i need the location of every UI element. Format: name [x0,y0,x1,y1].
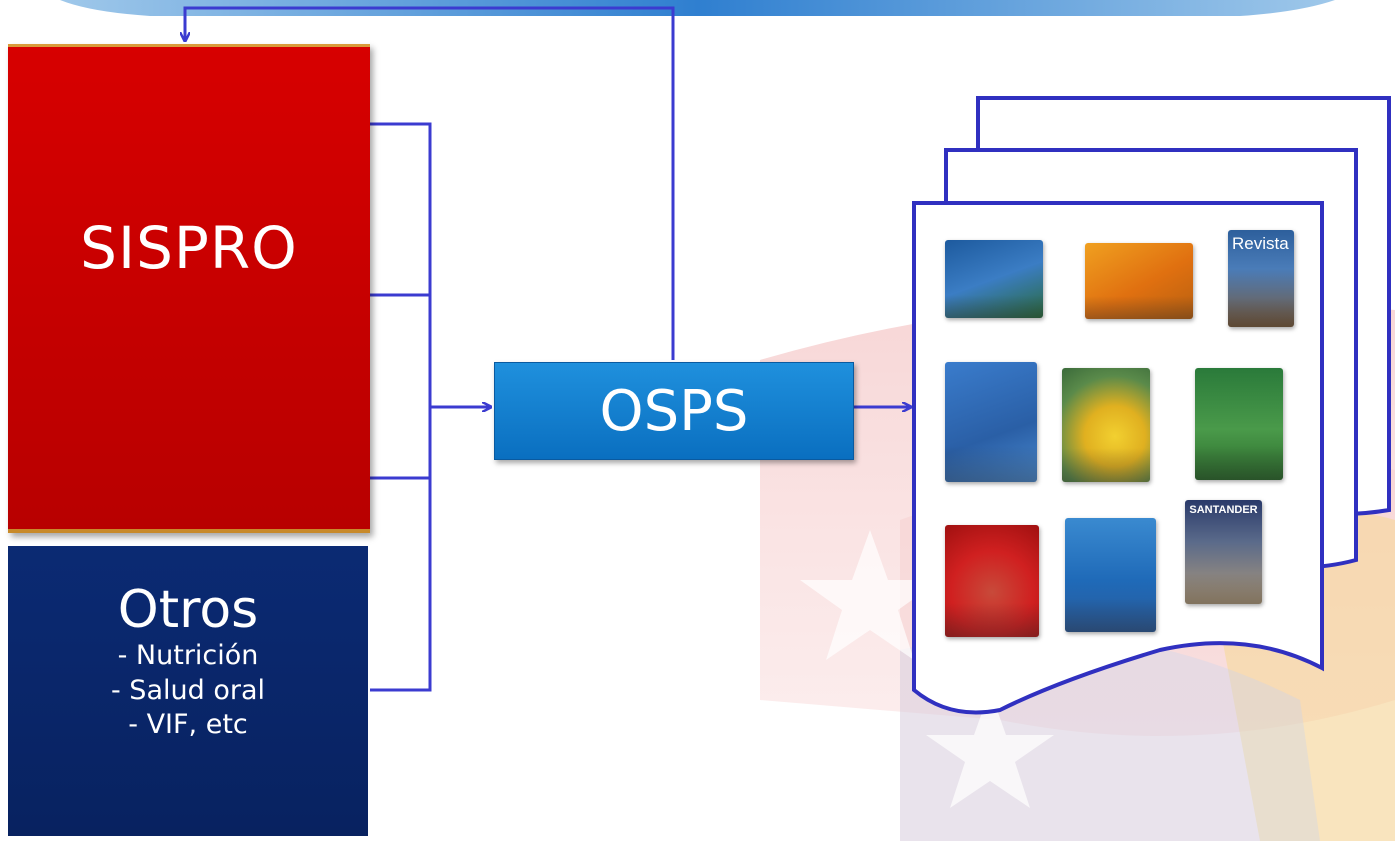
otros-item-vif: - VIF, etc [128,709,248,741]
star-shape [926,690,1054,808]
publication-cover-revista: Revista [1228,230,1294,327]
publication-cover-7 [945,525,1039,637]
sispro-box: SISPRO [8,44,370,533]
otros-title: Otros [117,580,259,640]
publication-cover-8 [1065,518,1156,632]
publication-cover-2 [1085,243,1193,319]
publication-cover-1 [945,240,1043,318]
osps-label: OSPS [599,378,749,444]
publication-cover-5 [1062,368,1150,482]
osps-box: OSPS [494,362,854,460]
publication-cover-4 [945,362,1037,482]
otros-box: Otros - Nutrición - Salud oral - VIF, et… [8,546,368,836]
otros-item-nutricion: - Nutrición [117,640,259,672]
star-shape [800,530,940,660]
sispro-label: SISPRO [80,214,298,282]
publication-cover-6 [1195,368,1283,480]
revista-title: Revista [1232,234,1289,253]
publication-cover-santander: SANTANDER [1185,500,1262,604]
santander-title: SANTANDER [1189,504,1258,516]
feedback-arrow [185,6,675,360]
otros-item-salud-oral: - Salud oral [110,674,265,706]
